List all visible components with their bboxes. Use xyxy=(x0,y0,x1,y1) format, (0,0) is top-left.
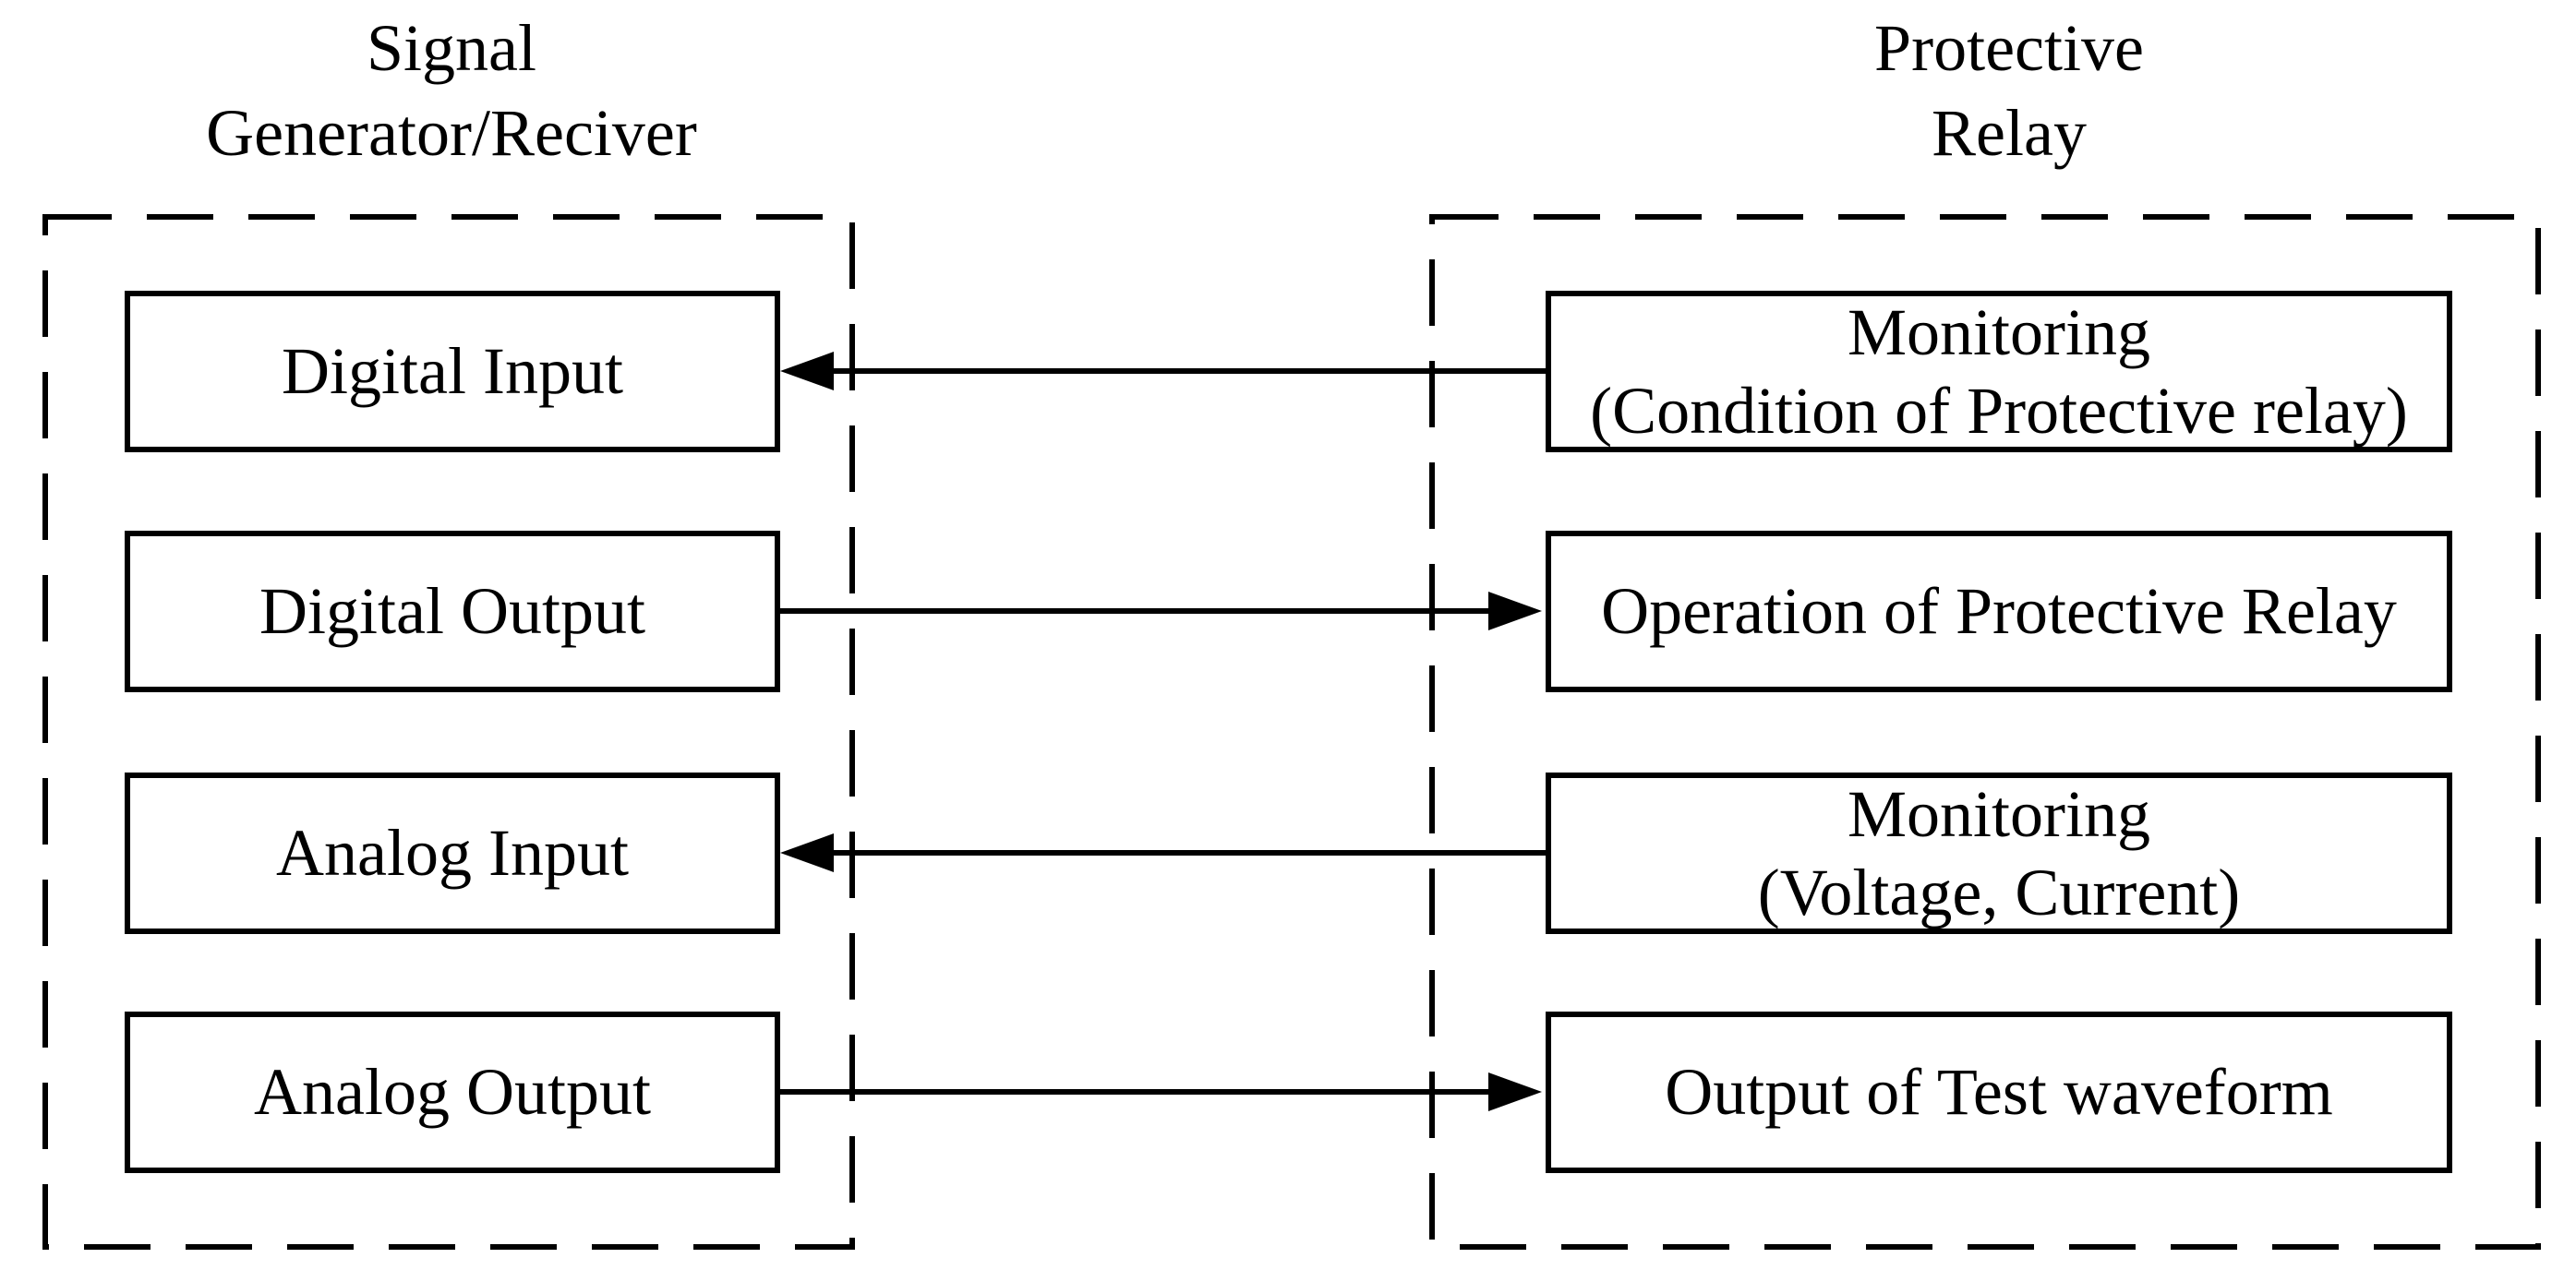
protective-relay-boundary xyxy=(1429,214,2541,1250)
arrow-head-right-test-waveform xyxy=(1488,1072,1542,1111)
box-digital-input: Digital Input xyxy=(125,291,780,452)
box-monitoring-condition-line1: Monitoring xyxy=(1847,294,2150,369)
protective-relay-title-line1: Protective xyxy=(1874,11,2144,85)
arrow-head-left-digital-input xyxy=(780,352,834,390)
box-digital-output-label: Digital Output xyxy=(259,574,645,648)
box-analog-input-label: Analog Input xyxy=(276,816,629,890)
box-monitoring-voltage-current-line1: Monitoring xyxy=(1847,776,2150,851)
box-analog-input: Analog Input xyxy=(125,773,780,934)
signal-generator-boundary xyxy=(42,214,855,1250)
box-digital-input-label: Digital Input xyxy=(282,334,623,408)
signal-generator-title-line1: Signal xyxy=(366,11,536,85)
arrow-head-right-operation xyxy=(1488,592,1542,630)
box-monitoring-voltage-current-line2: (Voltage, Current) xyxy=(1757,855,2241,929)
box-monitoring-condition: Monitoring (Condition of Protective rela… xyxy=(1546,291,2452,452)
box-digital-output: Digital Output xyxy=(125,531,780,692)
box-operation-protective-relay-label: Operation of Protective Relay xyxy=(1601,574,2397,648)
signal-generator-title-line2: Generator/Reciver xyxy=(206,96,697,170)
box-analog-output-label: Analog Output xyxy=(254,1055,651,1129)
box-analog-output: Analog Output xyxy=(125,1012,780,1173)
protective-relay-title: Protective Relay xyxy=(1635,6,2383,175)
box-operation-protective-relay: Operation of Protective Relay xyxy=(1546,531,2452,692)
box-output-test-waveform: Output of Test waveform xyxy=(1546,1012,2452,1173)
protective-relay-title-line2: Relay xyxy=(1932,96,2087,170)
signal-generator-title: Signal Generator/Reciver xyxy=(78,6,825,175)
box-output-test-waveform-label: Output of Test waveform xyxy=(1665,1055,2333,1129)
box-monitoring-condition-line2: (Condition of Protective relay) xyxy=(1590,373,2408,448)
box-monitoring-voltage-current: Monitoring (Voltage, Current) xyxy=(1546,773,2452,934)
arrow-head-left-analog-input xyxy=(780,833,834,872)
